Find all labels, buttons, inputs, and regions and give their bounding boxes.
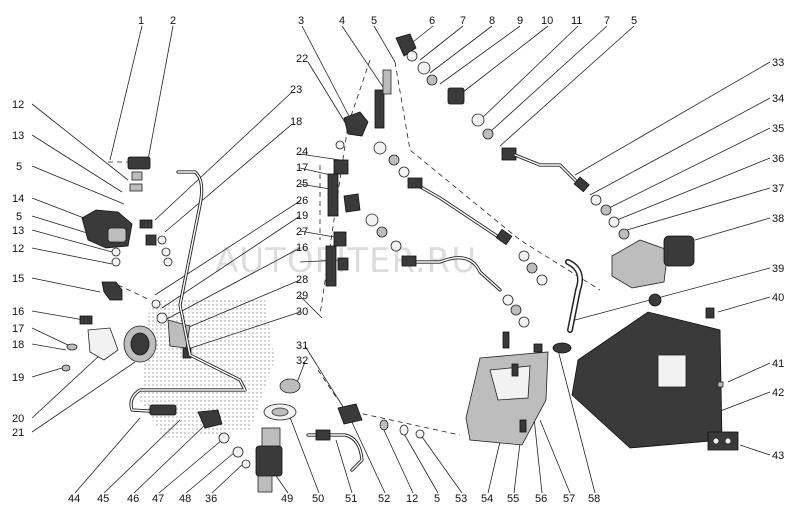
label-31: 31 (296, 340, 308, 352)
bottom-labels: 44 45 46 47 48 36 49 50 51 52 12 5 53 54… (68, 493, 600, 505)
label-33: 33 (772, 57, 784, 69)
label-45: 45 (97, 493, 109, 505)
label-13: 13 (12, 130, 24, 142)
label-22: 22 (296, 53, 308, 65)
label-8: 8 (489, 15, 495, 27)
label-16-center: 16 (296, 242, 308, 254)
label-46: 46 (127, 493, 139, 505)
label-36-bottom: 36 (205, 493, 217, 505)
label-5b: 5 (631, 15, 637, 27)
label-3: 3 (298, 15, 304, 27)
label-2: 2 (170, 15, 176, 27)
right-labels: 33 34 35 36 37 38 39 40 41 42 43 (772, 57, 784, 462)
label-50: 50 (312, 493, 324, 505)
label-41: 41 (772, 358, 784, 370)
label-24: 24 (296, 146, 308, 158)
label-18: 18 (12, 339, 24, 351)
label-57: 57 (563, 493, 575, 505)
label-56: 56 (535, 493, 547, 505)
parts (61, 33, 739, 493)
label-53: 53 (455, 493, 467, 505)
label-38: 38 (772, 213, 784, 225)
label-32: 32 (296, 355, 308, 367)
label-35: 35 (772, 123, 784, 135)
label-13-b: 13 (12, 225, 24, 237)
label-40: 40 (772, 292, 784, 304)
assembly-paths (108, 59, 601, 436)
label-48: 48 (179, 493, 191, 505)
label-17-center: 17 (296, 162, 308, 174)
label-19-center: 19 (296, 210, 308, 222)
label-5-top: 5 (371, 15, 377, 27)
label-39: 39 (772, 263, 784, 275)
label-23: 23 (290, 84, 302, 96)
label-19: 19 (12, 372, 24, 384)
label-42: 42 (772, 387, 784, 399)
label-16: 16 (12, 306, 24, 318)
label-29: 29 (296, 290, 308, 302)
label-7b: 7 (604, 15, 610, 27)
label-36: 36 (772, 153, 784, 165)
label-5-left-b: 5 (16, 211, 22, 223)
label-44: 44 (68, 493, 80, 505)
label-58: 58 (588, 493, 600, 505)
label-12-b: 12 (12, 243, 24, 255)
label-30: 30 (296, 306, 308, 318)
label-37: 37 (772, 183, 784, 195)
label-17: 17 (12, 323, 24, 335)
left-labels: 12 13 5 14 5 13 12 15 16 17 18 19 20 21 (12, 99, 24, 439)
label-9: 9 (517, 15, 523, 27)
label-12: 12 (12, 99, 24, 111)
label-5-bottom: 5 (434, 493, 440, 505)
label-1: 1 (138, 15, 144, 27)
label-7: 7 (460, 15, 466, 27)
label-34: 34 (772, 93, 784, 105)
label-4: 4 (339, 15, 345, 27)
label-11: 11 (571, 15, 582, 27)
center-labels: 22 23 18 24 17 25 26 19 27 16 28 29 30 3… (290, 53, 308, 367)
label-26: 26 (296, 195, 308, 207)
label-25: 25 (296, 178, 308, 190)
label-20: 20 (12, 413, 24, 425)
label-21: 21 (12, 427, 24, 439)
label-15: 15 (12, 273, 24, 285)
label-47: 47 (152, 493, 164, 505)
label-54: 54 (481, 493, 493, 505)
label-49: 49 (281, 493, 293, 505)
label-14: 14 (12, 193, 24, 205)
label-55: 55 (507, 493, 519, 505)
label-18-center: 18 (290, 116, 302, 128)
label-10: 10 (541, 15, 553, 27)
label-51: 51 (345, 493, 357, 505)
label-6: 6 (429, 15, 435, 27)
label-12-bottom: 12 (406, 493, 418, 505)
label-52: 52 (378, 493, 390, 505)
top-labels: 1 2 3 4 5 6 7 8 9 10 11 7 5 (138, 15, 637, 27)
label-28: 28 (296, 274, 308, 286)
label-43: 43 (772, 450, 784, 462)
label-27: 27 (296, 226, 308, 238)
label-5-left: 5 (16, 161, 22, 173)
